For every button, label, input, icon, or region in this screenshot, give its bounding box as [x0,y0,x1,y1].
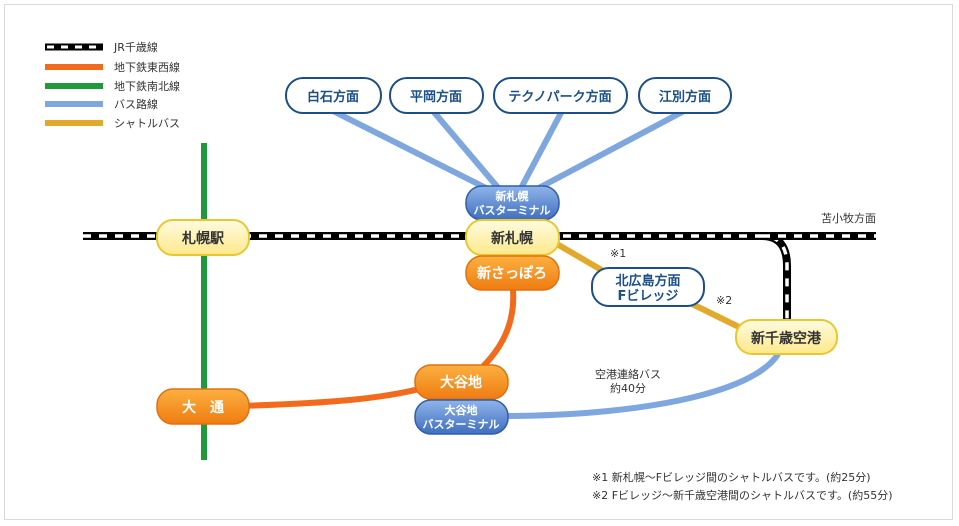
airport-bus-label: 空港連絡バス [595,367,661,381]
legend-label: バス路線 [114,97,158,111]
station-label: 新札幌 [491,230,533,247]
bus-route-technopark [517,108,565,193]
destination-technopark[interactable]: テクノパーク方面 [493,77,628,114]
legend-item-tozai: 地下鉄東西線 [45,60,180,74]
footnote-1: ※1 新札幌～Fビレッジ間のシャトルバスです。(約25分) [592,470,871,484]
station-shin-sapporo[interactable]: 新札幌 [465,219,560,256]
legend-label: 地下鉄東西線 [114,60,180,74]
station-shin-sapporo-subway[interactable]: 新さっぽろ [465,255,560,291]
shuttle-mark-1: ※1 [610,247,626,260]
tomakomai-direction-label: 苫小牧方面 [821,211,876,225]
destination-label: 平岡方面 [410,89,462,105]
bus-route-hiraoka [430,108,503,193]
station-new-chitose-airport[interactable]: 新千歳空港 [735,319,838,355]
destination-ebetsu[interactable]: 江別方面 [638,77,732,114]
station-label: 大 通 [182,399,224,416]
destination-label: テクノパーク方面 [508,89,611,105]
station-oyachi[interactable]: 大谷地 [414,364,509,400]
station-shin-sapporo-bus-terminal[interactable]: 新札幌 バスターミナル [465,185,560,221]
station-label: 新さっぽろ [477,265,547,282]
legend-item-namboku: 地下鉄南北線 [45,79,180,93]
jr-chitose-line [83,232,876,322]
station-label: 新千歳空港 [751,330,822,347]
station-label-line1: 大谷地 [445,403,478,417]
destination-hiraoka[interactable]: 平岡方面 [389,77,484,114]
shuttle-mark-2: ※2 [716,294,732,307]
station-label-line2: バスターミナル [474,204,551,217]
bus-route-shiroishi [330,108,493,193]
bus-routes [330,108,785,419]
footnote-2: ※2 Fビレッジ～新千歳空港間のシャトルバスです。(約55分) [592,488,893,502]
destination-label: 江別方面 [659,89,711,105]
station-label: 大谷地 [440,374,482,391]
destination-label-line2: Fビレッジ [618,288,679,304]
legend: JR千歳線 地下鉄東西線 地下鉄南北線 バス路線 シャトルバス [45,40,180,130]
station-oyachi-bus-terminal[interactable]: 大谷地 バスターミナル [414,399,509,435]
airport-bus-duration: 約40分 [610,381,646,395]
bus-route-airport [497,342,785,419]
station-label: 札幌駅 [181,230,225,247]
destination-kitahiroshima[interactable]: 北広島方面 Fビレッジ [591,267,705,307]
station-sapporo[interactable]: 札幌駅 [156,219,250,256]
legend-item-shuttle: シャトルバス [45,117,180,130]
legend-item-bus: バス路線 [45,97,158,111]
destination-shiroishi[interactable]: 白石方面 [285,77,382,114]
destination-label-line1: 北広島方面 [615,273,680,289]
destination-label: 白石方面 [307,89,359,105]
station-label-line1: 新札幌 [496,189,529,203]
legend-label: シャトルバス [114,117,180,130]
station-odori[interactable]: 大 通 [156,388,250,425]
station-label-line2: バスターミナル [423,418,500,431]
legend-item-jr: JR千歳線 [45,40,158,54]
legend-label: 地下鉄南北線 [114,79,180,93]
legend-label: JR千歳線 [113,40,158,54]
bus-route-ebetsu [532,108,687,193]
